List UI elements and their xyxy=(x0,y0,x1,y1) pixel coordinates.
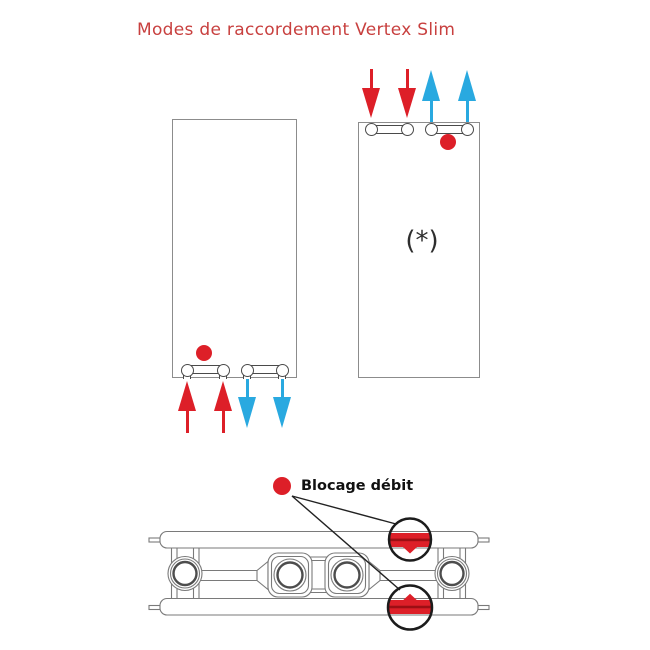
callout-line-top xyxy=(291,495,397,525)
port-circle xyxy=(460,122,474,136)
flow-blocker-top xyxy=(389,533,431,554)
flow-out-arrow-stem xyxy=(429,99,433,122)
flow-out-arrow-icon xyxy=(422,70,440,101)
port-stub xyxy=(219,374,227,379)
pipe-pin xyxy=(477,537,490,543)
port-circle xyxy=(400,122,414,136)
radiator-left-body xyxy=(172,119,297,378)
flow-blocker-dot-icon xyxy=(440,134,456,150)
center-fitting xyxy=(324,552,370,598)
magnifier-circle-bottom xyxy=(386,584,434,631)
port-circle xyxy=(364,122,378,136)
pipe-pin xyxy=(148,537,161,543)
flow-blocker-bottom xyxy=(388,593,432,614)
flow-out-arrow-icon xyxy=(238,397,256,428)
flow-out-arrow-icon xyxy=(458,70,476,101)
port-tube xyxy=(431,125,467,134)
flow-out-arrow-stem xyxy=(280,379,284,399)
port-circle xyxy=(216,363,230,377)
flow-in-arrow-stem xyxy=(221,409,225,433)
port-circle xyxy=(240,363,254,377)
pipe-pin xyxy=(477,604,490,611)
port-tube xyxy=(247,365,282,374)
asterisk-note: (*) xyxy=(405,226,439,256)
pipe-pin xyxy=(148,604,161,611)
left-valve-boss xyxy=(167,555,203,592)
magnifier-circle-top xyxy=(387,517,433,562)
flow-out-arrow-stem xyxy=(245,379,249,399)
page-title: Modes de raccordement Vertex Slim xyxy=(137,20,456,40)
flow-blocker-dot-icon xyxy=(196,345,212,361)
port-tube xyxy=(187,365,223,374)
flow-in-arrow-stem xyxy=(369,69,373,90)
port-circle xyxy=(275,363,289,377)
center-fitting xyxy=(267,552,313,598)
legend-red-dot-icon xyxy=(273,477,291,495)
port-stub xyxy=(278,374,286,379)
port-stub xyxy=(243,374,251,379)
flow-out-arrow-icon xyxy=(273,397,291,428)
port-circle xyxy=(180,363,194,377)
right-valve-boss xyxy=(434,555,470,592)
flow-in-arrow-icon xyxy=(362,88,380,118)
port-stub xyxy=(183,374,191,379)
legend-label: Blocage débit xyxy=(301,478,414,494)
port-tube xyxy=(371,125,407,134)
callout-line-bottom xyxy=(291,495,401,591)
flow-in-arrow-icon xyxy=(178,381,196,411)
flow-in-arrow-stem xyxy=(405,69,409,90)
connection-tubes xyxy=(199,560,438,591)
flow-in-arrow-stem xyxy=(185,409,189,433)
flow-in-arrow-icon xyxy=(214,381,232,411)
flow-in-arrow-icon xyxy=(398,88,416,118)
radiator-right-body xyxy=(358,122,480,378)
port-circle xyxy=(424,122,438,136)
flow-out-arrow-stem xyxy=(465,99,469,122)
